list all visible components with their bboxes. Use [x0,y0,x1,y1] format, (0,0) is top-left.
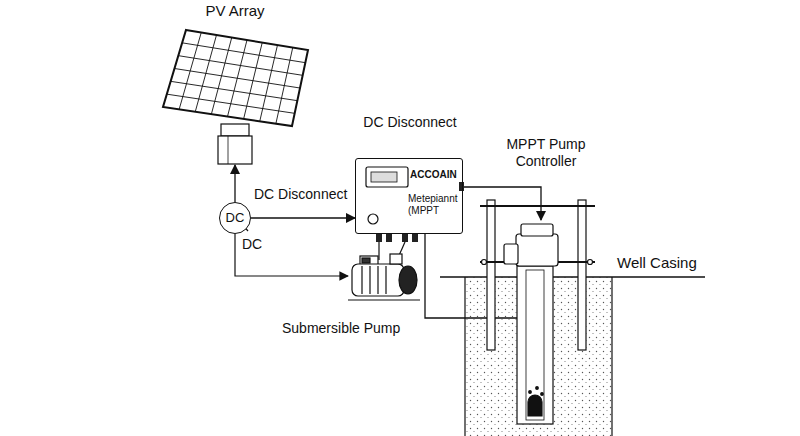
dc-disconnect-label: DC Disconnect [352,114,468,131]
terminal [402,234,408,242]
ground-line [440,276,705,277]
terminal [386,234,392,242]
display-screen [371,172,397,182]
controller-leader [464,187,541,220]
connector [234,165,235,202]
pv-panel [163,30,308,126]
terminal [376,234,382,242]
mppt-controller: ACCOAIN Metepiannt (MPPT [355,158,463,234]
dc-disconnect-label: DC Disconnect [254,186,347,203]
cell-line [182,43,305,63]
pump-illustration [348,254,420,300]
panel-post [218,136,252,164]
connector [251,217,355,218]
terminal [412,234,418,242]
cell-line [167,94,295,113]
well-wall [464,277,465,436]
dc-label: DC [242,236,262,253]
controller-display [366,167,408,187]
circle-text: DC [226,210,245,226]
pv-array: PV Array [160,0,313,165]
well-wall [611,277,612,436]
post-edge [228,136,229,164]
dc-wire [235,234,348,276]
panel-frame [163,30,308,126]
well-casing-label: Well Casing [617,254,697,272]
controller-label: MPPT Pump Controller [488,136,604,170]
dc-disconnect-circle: DC [219,202,251,234]
side-port [459,182,464,191]
pump-label: Submersible Pump [282,320,400,337]
controller-knob [368,214,378,224]
brand-name: ACCOAIN [410,169,457,181]
panel-bracket [221,124,249,136]
array-title: PV Array [160,2,310,20]
model-text: Metepiannt (MPPT [408,193,460,217]
well-casing-pipe [504,224,558,424]
